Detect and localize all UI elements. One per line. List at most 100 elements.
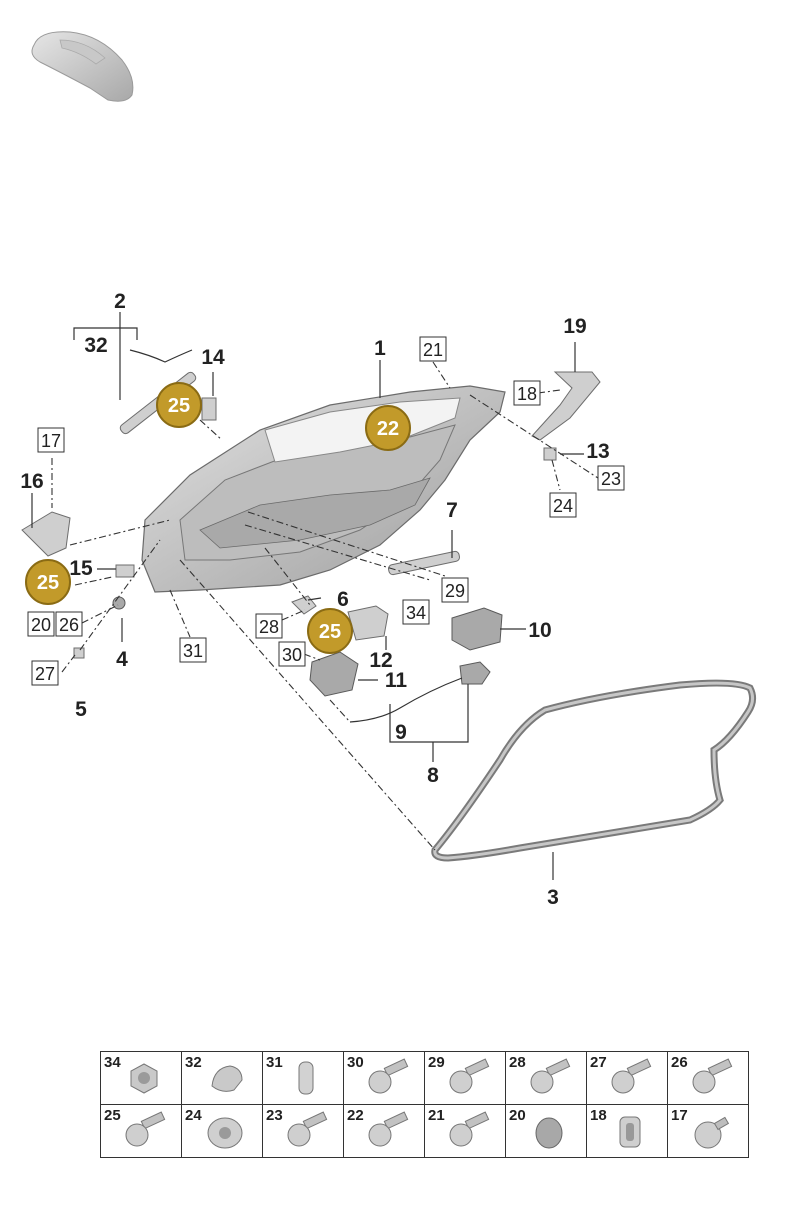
fastener-cell-27: 27 <box>586 1051 668 1105</box>
fastener-number: 25 <box>104 1107 121 1124</box>
box-callout-30: 30 <box>282 645 302 665</box>
svg-text:25: 25 <box>168 395 190 417</box>
callout-12: 12 <box>369 649 392 672</box>
svg-text:25: 25 <box>319 621 341 643</box>
clip-part-13 <box>543 447 557 461</box>
strut-part-7 <box>387 550 461 576</box>
fastener-cell-34: 34 <box>100 1051 182 1105</box>
fastener-number: 32 <box>185 1054 202 1071</box>
corner-trim-part <box>21 511 71 557</box>
callout-7: 7 <box>446 499 458 522</box>
box-callout-21: 21 <box>423 340 443 360</box>
boxed-callouts: 17 21 18 23 24 29 34 20 26 28 31 30 27 <box>27 336 625 686</box>
fastener-legend-table: 34 32 31 30 29 28 27 26 25 24 23 22 21 2… <box>100 1051 749 1158</box>
tailgate-frame-part <box>141 385 506 593</box>
fastener-cell-26: 26 <box>667 1051 749 1105</box>
screw-icon <box>611 1058 652 1094</box>
callout-1: 1 <box>374 337 386 360</box>
callout-15: 15 <box>69 557 93 580</box>
badge-22-frame[interactable]: 22 <box>365 405 411 451</box>
fastener-cell-20: 20 <box>505 1104 587 1158</box>
fastener-cell-18: 18 <box>586 1104 668 1158</box>
screw-icon <box>368 1111 409 1147</box>
fastener-number: 28 <box>509 1054 526 1071</box>
fastener-number: 29 <box>428 1054 445 1071</box>
box-callout-34: 34 <box>406 603 426 623</box>
fastener-cell-17: 17 <box>667 1104 749 1158</box>
striker-part-8 <box>459 661 491 685</box>
fastener-cell-22: 22 <box>343 1104 425 1158</box>
bracket-part-6 <box>291 595 317 615</box>
screw-icon <box>287 1111 328 1147</box>
fastener-cell-24: 24 <box>181 1104 263 1158</box>
hinge-bracket-part <box>201 397 217 421</box>
fastener-number: 31 <box>266 1054 283 1071</box>
fastener-number: 24 <box>185 1107 202 1124</box>
badge-25-trim[interactable]: 25 <box>25 559 71 605</box>
badge-25-lock[interactable]: 25 <box>307 608 353 654</box>
fastener-cell-29: 29 <box>424 1051 506 1105</box>
fastener-cell-32: 32 <box>181 1051 263 1105</box>
callout-9: 9 <box>395 721 407 744</box>
callout-6: 6 <box>337 588 349 611</box>
box-callout-31: 31 <box>183 641 203 661</box>
grommet-icon <box>619 1116 641 1148</box>
svg-text:25: 25 <box>37 572 59 594</box>
bumper-stop-part <box>115 564 135 578</box>
callout-labels: 2 32 14 1 19 13 16 7 15 6 10 12 4 11 5 9… <box>20 290 609 909</box>
spring-clip-icon <box>211 1065 243 1092</box>
callout-10: 10 <box>528 619 551 642</box>
screw-icon <box>530 1058 571 1094</box>
fastener-cell-25: 25 <box>100 1104 182 1158</box>
leader-lines <box>31 312 584 880</box>
fastener-number: 22 <box>347 1107 364 1124</box>
svg-text:22: 22 <box>377 418 399 440</box>
callout-16: 16 <box>20 470 43 493</box>
trim-part-19 <box>531 371 601 441</box>
fastener-number: 17 <box>671 1107 688 1124</box>
callout-13: 13 <box>586 440 609 463</box>
switch-part-12 <box>347 605 389 641</box>
callout-32: 32 <box>84 334 107 357</box>
screw-icon <box>449 1058 490 1094</box>
door-seal-part <box>431 679 757 862</box>
lock-part-11 <box>309 651 359 697</box>
callout-11: 11 <box>385 669 408 692</box>
box-callout-23: 23 <box>601 469 621 489</box>
callout-19: 19 <box>563 315 586 338</box>
screw-icon <box>449 1111 490 1147</box>
box-callout-17: 17 <box>41 431 61 451</box>
car-thumbnail-icon <box>31 31 134 102</box>
callout-8: 8 <box>427 764 439 787</box>
screw-icon <box>368 1058 409 1094</box>
box-callout-29: 29 <box>445 581 465 601</box>
callout-14: 14 <box>201 346 225 369</box>
fastener-number: 26 <box>671 1054 688 1071</box>
fastener-number: 27 <box>590 1054 607 1071</box>
fastener-number: 21 <box>428 1107 445 1124</box>
actuator-part-10 <box>451 607 503 651</box>
box-callout-28: 28 <box>259 617 279 637</box>
fastener-cell-23: 23 <box>262 1104 344 1158</box>
clip-icon <box>298 1061 314 1095</box>
badge-25-strut[interactable]: 25 <box>156 382 202 428</box>
fastener-number: 20 <box>509 1107 526 1124</box>
plug-icon <box>535 1117 563 1149</box>
fastener-cell-28: 28 <box>505 1051 587 1105</box>
hex-nut-icon <box>130 1063 158 1094</box>
box-callout-20: 20 <box>31 615 51 635</box>
table-row: 34 32 31 30 29 28 27 26 <box>100 1051 749 1105</box>
fastener-cell-30: 30 <box>343 1051 425 1105</box>
callout-2: 2 <box>114 290 126 313</box>
box-callout-27: 27 <box>35 664 55 684</box>
callout-4: 4 <box>116 648 128 671</box>
screw-icon <box>125 1111 166 1147</box>
fastener-number: 34 <box>104 1054 121 1071</box>
washer-nut-icon <box>207 1117 243 1149</box>
fastener-number: 18 <box>590 1107 607 1124</box>
table-row: 25 24 23 22 21 20 18 17 <box>100 1104 749 1158</box>
fastener-number: 23 <box>266 1107 283 1124</box>
fastener-cell-21: 21 <box>424 1104 506 1158</box>
fastener-cell-31: 31 <box>262 1051 344 1105</box>
